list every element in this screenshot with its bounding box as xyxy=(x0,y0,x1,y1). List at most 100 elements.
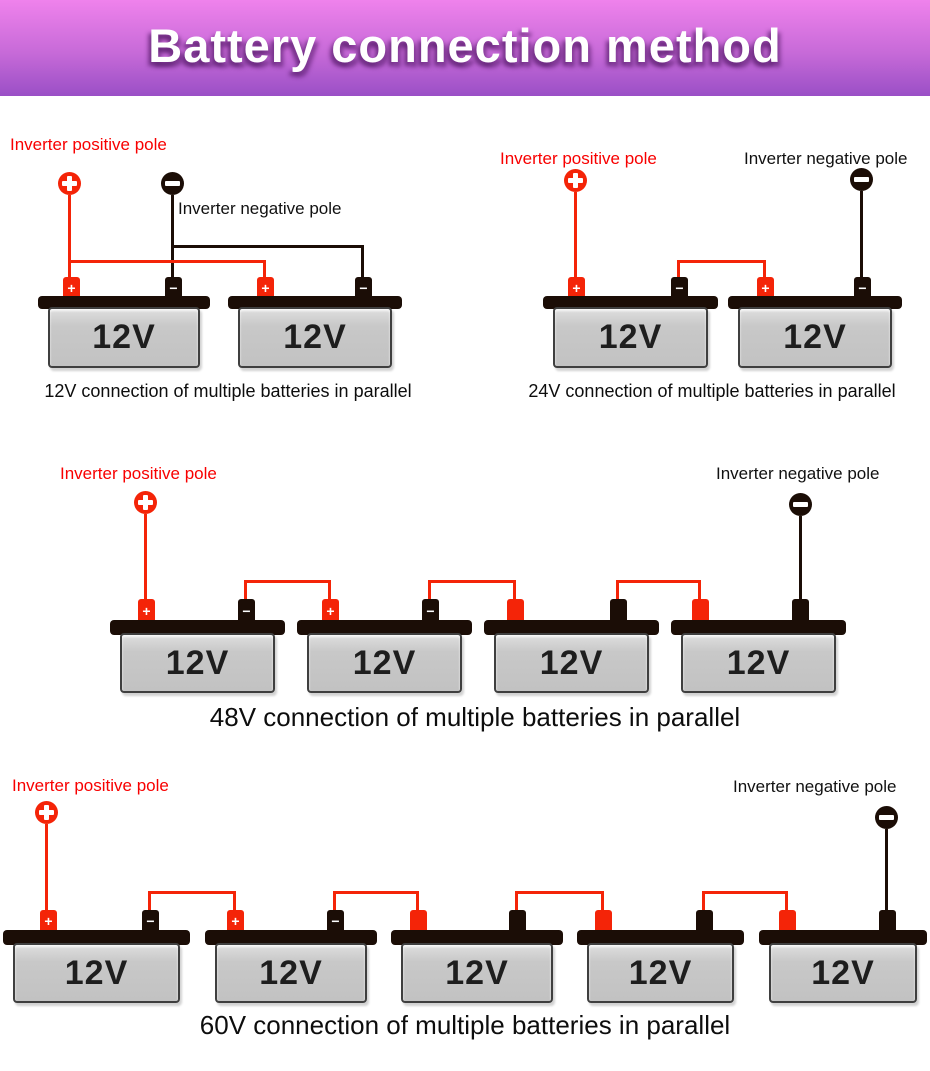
negative-terminal: − xyxy=(422,599,439,622)
battery-body: 12V xyxy=(587,943,734,1003)
negative-terminal: − xyxy=(327,910,344,932)
negative-terminal: − xyxy=(142,910,159,932)
positive-wire xyxy=(702,892,705,911)
battery-voltage-label: 12V xyxy=(598,318,663,356)
negative-terminal: − xyxy=(671,277,688,298)
positive-wire xyxy=(244,581,247,600)
negative-terminal: − xyxy=(355,277,372,298)
battery-top-bar xyxy=(759,930,927,945)
battery-body: 12V xyxy=(553,307,708,368)
battery-body: 12V xyxy=(13,943,180,1003)
positive-terminal: + xyxy=(227,910,244,932)
positive-wire xyxy=(515,892,518,911)
positive-wire xyxy=(148,891,236,894)
positive-pole-label: Inverter positive pole xyxy=(12,776,169,795)
positive-wire xyxy=(601,892,604,911)
negative-wire xyxy=(885,829,888,912)
battery-top-bar xyxy=(297,620,472,635)
negative-pole-icon xyxy=(850,168,873,191)
diagram-caption: 24V connection of multiple batteries in … xyxy=(528,381,896,401)
positive-terminal: + xyxy=(257,277,274,298)
positive-wire xyxy=(263,260,266,279)
positive-wire xyxy=(328,581,331,600)
header-banner: Battery connection method xyxy=(0,0,930,96)
positive-terminal: + xyxy=(40,910,57,932)
negative-pole-label: Inverter negative pole xyxy=(178,199,342,218)
positive-wire xyxy=(702,891,788,894)
positive-wire xyxy=(45,824,48,912)
battery-body: 12V xyxy=(681,633,836,693)
negative-terminal xyxy=(696,910,713,932)
battery-voltage-label: 12V xyxy=(352,643,417,682)
diagram-caption: 60V connection of multiple batteries in … xyxy=(199,1010,731,1040)
negative-wire xyxy=(361,245,364,278)
positive-terminal xyxy=(692,599,709,622)
battery-top-bar xyxy=(484,620,659,635)
battery-top-bar xyxy=(671,620,846,635)
positive-wire xyxy=(148,892,151,911)
positive-pole-icon xyxy=(35,801,58,824)
positive-pole-label: Inverter positive pole xyxy=(60,464,217,483)
battery-voltage-label: 12V xyxy=(259,953,323,992)
negative-wire xyxy=(171,245,364,248)
positive-wire xyxy=(144,514,147,601)
positive-wire xyxy=(616,580,701,583)
positive-pole-icon xyxy=(134,491,157,514)
battery-top-bar xyxy=(205,930,377,945)
battery-body: 12V xyxy=(307,633,462,693)
positive-terminal xyxy=(779,910,796,932)
positive-pole-label: Inverter positive pole xyxy=(500,149,657,168)
negative-wire xyxy=(860,191,863,279)
minus-bar xyxy=(793,502,808,507)
positive-terminal xyxy=(410,910,427,932)
battery-top-bar xyxy=(110,620,285,635)
positive-wire xyxy=(333,891,419,894)
plus-vbar xyxy=(44,805,49,820)
negative-terminal xyxy=(879,910,896,932)
positive-wire xyxy=(785,892,788,911)
negative-pole-icon xyxy=(161,172,184,195)
battery-body: 12V xyxy=(401,943,553,1003)
positive-pole-icon xyxy=(58,172,81,195)
positive-wire xyxy=(515,891,604,894)
positive-wire xyxy=(68,260,266,263)
positive-terminal: + xyxy=(568,277,585,298)
positive-wire xyxy=(763,261,766,278)
battery-voltage-label: 12V xyxy=(539,643,604,682)
positive-wire xyxy=(333,892,336,911)
battery-body: 12V xyxy=(738,307,892,368)
battery-top-bar xyxy=(391,930,563,945)
positive-terminal: + xyxy=(138,599,155,622)
negative-pole-label: Inverter negative pole xyxy=(716,464,880,483)
positive-wire xyxy=(677,260,766,263)
battery-body: 12V xyxy=(120,633,275,693)
battery-voltage-label: 12V xyxy=(783,318,847,356)
battery-voltage-label: 12V xyxy=(811,953,875,992)
battery-voltage-label: 12V xyxy=(726,643,791,682)
negative-wire xyxy=(799,516,802,601)
positive-wire xyxy=(244,580,331,583)
battery-top-bar xyxy=(3,930,190,945)
positive-wire xyxy=(428,580,516,583)
positive-wire xyxy=(677,261,680,278)
diagram-caption: 12V connection of multiple batteries in … xyxy=(44,381,412,401)
negative-wire xyxy=(171,195,174,280)
positive-wire xyxy=(233,892,236,911)
negative-terminal xyxy=(792,599,809,622)
positive-terminal: + xyxy=(63,277,80,298)
battery-body: 12V xyxy=(48,307,200,368)
battery-voltage-label: 12V xyxy=(628,953,693,992)
battery-voltage-label: 12V xyxy=(165,643,230,682)
battery-body: 12V xyxy=(238,307,392,368)
positive-wire xyxy=(428,581,431,600)
negative-terminal: − xyxy=(854,277,871,298)
minus-bar xyxy=(165,181,180,186)
positive-wire xyxy=(574,192,577,279)
battery-body: 12V xyxy=(215,943,367,1003)
negative-terminal: − xyxy=(238,599,255,622)
battery-body: 12V xyxy=(494,633,649,693)
positive-wire xyxy=(698,581,701,600)
positive-terminal xyxy=(507,599,524,622)
positive-terminal: + xyxy=(757,277,774,298)
battery-top-bar xyxy=(228,296,402,309)
